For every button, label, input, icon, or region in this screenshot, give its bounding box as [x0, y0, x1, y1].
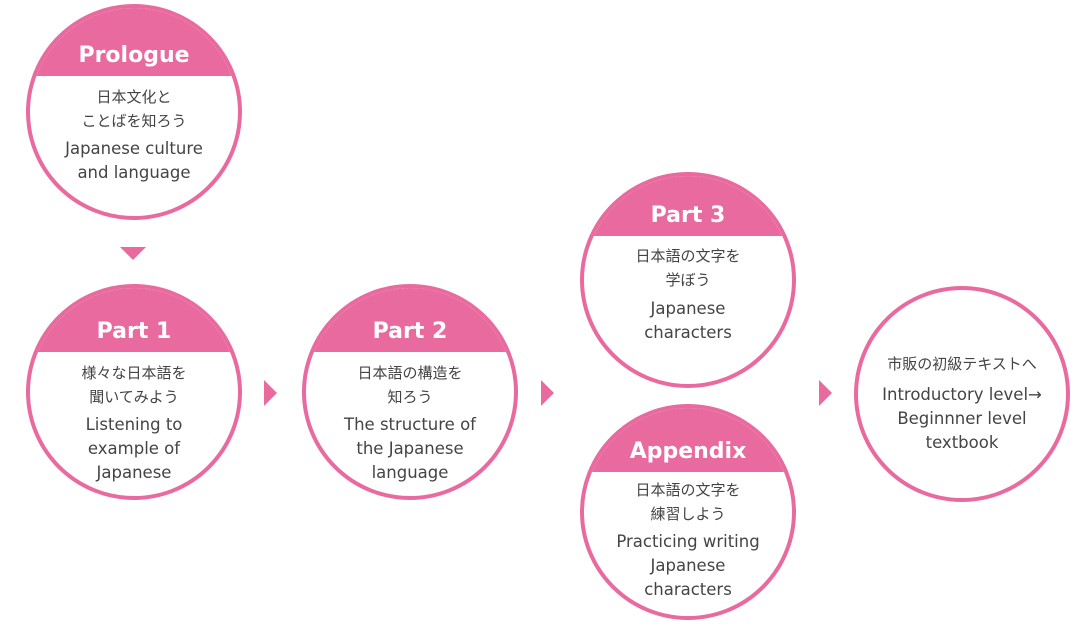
appendix-circle: Appendix 日本語の文字を 練習しよう Practicing writin… [580, 404, 796, 620]
part1-circle: Part 1 様々な日本語を 聞いてみよう Listening to examp… [26, 284, 242, 500]
appendix-ja-line-2: 練習しよう [650, 505, 726, 523]
part3-ja-line-2: 学ぼう [665, 271, 711, 289]
part3-en-line-2: characters [644, 323, 732, 342]
arrow-right-icon [541, 380, 554, 406]
appendix-en-line-1: Practicing writing [616, 532, 760, 551]
prologue-en-line-1: Japanese culture [65, 139, 203, 158]
prologue-ja-line-2: ことばを知ろう [81, 112, 187, 130]
appendix-english-text: Practicing writing Japanese characters [584, 530, 792, 602]
part2-title: Part 2 [372, 319, 448, 344]
final-circle: 市販の初級テキストへ Introductory level→ Beginnner… [854, 286, 1070, 502]
appendix-header: Appendix [584, 408, 792, 472]
final-ja-line-1: 市販の初級テキストへ [887, 355, 1037, 373]
part1-en-line-3: Japanese [96, 463, 172, 482]
prologue-title: Prologue [78, 43, 190, 68]
part2-en-line-1: The structure of [344, 415, 476, 434]
part3-ja-line-1: 日本語の文字を [635, 247, 741, 265]
part3-english-text: Japanese characters [584, 297, 792, 345]
part1-ja-line-1: 様々な日本語を [81, 364, 187, 382]
part1-en-line-2: example of [87, 439, 181, 458]
part1-header: Part 1 [30, 288, 238, 352]
prologue-en-line-2: and language [77, 163, 191, 182]
part3-title: Part 3 [650, 203, 726, 228]
appendix-title: Appendix [629, 439, 747, 464]
arrow-down-icon [120, 247, 146, 260]
final-en-line-1: Introductory level→ [882, 385, 1042, 404]
prologue-english-text: Japanese culture and language [30, 137, 238, 185]
part1-english-text: Listening to example of Japanese [30, 413, 238, 485]
part2-ja-line-2: 知ろう [387, 388, 433, 406]
appendix-en-line-3: characters [644, 580, 732, 599]
part1-title: Part 1 [96, 319, 172, 344]
prologue-circle: Prologue 日本文化と ことばを知ろう Japanese culture … [26, 4, 242, 220]
part3-circle: Part 3 日本語の文字を 学ぼう Japanese characters [580, 172, 796, 388]
part3-header: Part 3 [584, 176, 792, 236]
part2-header: Part 2 [306, 288, 514, 352]
part3-japanese-text: 日本語の文字を 学ぼう [584, 244, 792, 292]
prologue-japanese-text: 日本文化と ことばを知ろう [30, 85, 238, 133]
part1-ja-line-2: 聞いてみよう [89, 388, 179, 406]
final-en-line-3: textbook [925, 433, 999, 452]
arrow-right-icon [264, 380, 277, 406]
part2-en-line-2: the Japanese [356, 439, 464, 458]
prologue-ja-line-1: 日本文化と [96, 88, 172, 106]
prologue-header: Prologue [30, 8, 238, 76]
appendix-en-line-2: Japanese [650, 556, 726, 575]
part2-english-text: The structure of the Japanese language [306, 413, 514, 485]
part3-en-line-1: Japanese [650, 299, 726, 318]
final-japanese-text: 市販の初級テキストへ [858, 352, 1066, 376]
arrow-right-icon [819, 380, 832, 406]
part2-japanese-text: 日本語の構造を 知ろう [306, 361, 514, 409]
appendix-ja-line-1: 日本語の文字を [635, 481, 741, 499]
final-english-text: Introductory level→ Beginnner level text… [858, 383, 1066, 455]
part2-circle: Part 2 日本語の構造を 知ろう The structure of the … [302, 284, 518, 500]
part1-en-line-1: Listening to [85, 415, 183, 434]
part2-ja-line-1: 日本語の構造を [357, 364, 463, 382]
part1-japanese-text: 様々な日本語を 聞いてみよう [30, 361, 238, 409]
final-en-line-2: Beginnner level [897, 409, 1027, 428]
appendix-japanese-text: 日本語の文字を 練習しよう [584, 478, 792, 526]
part2-en-line-3: language [371, 463, 449, 482]
